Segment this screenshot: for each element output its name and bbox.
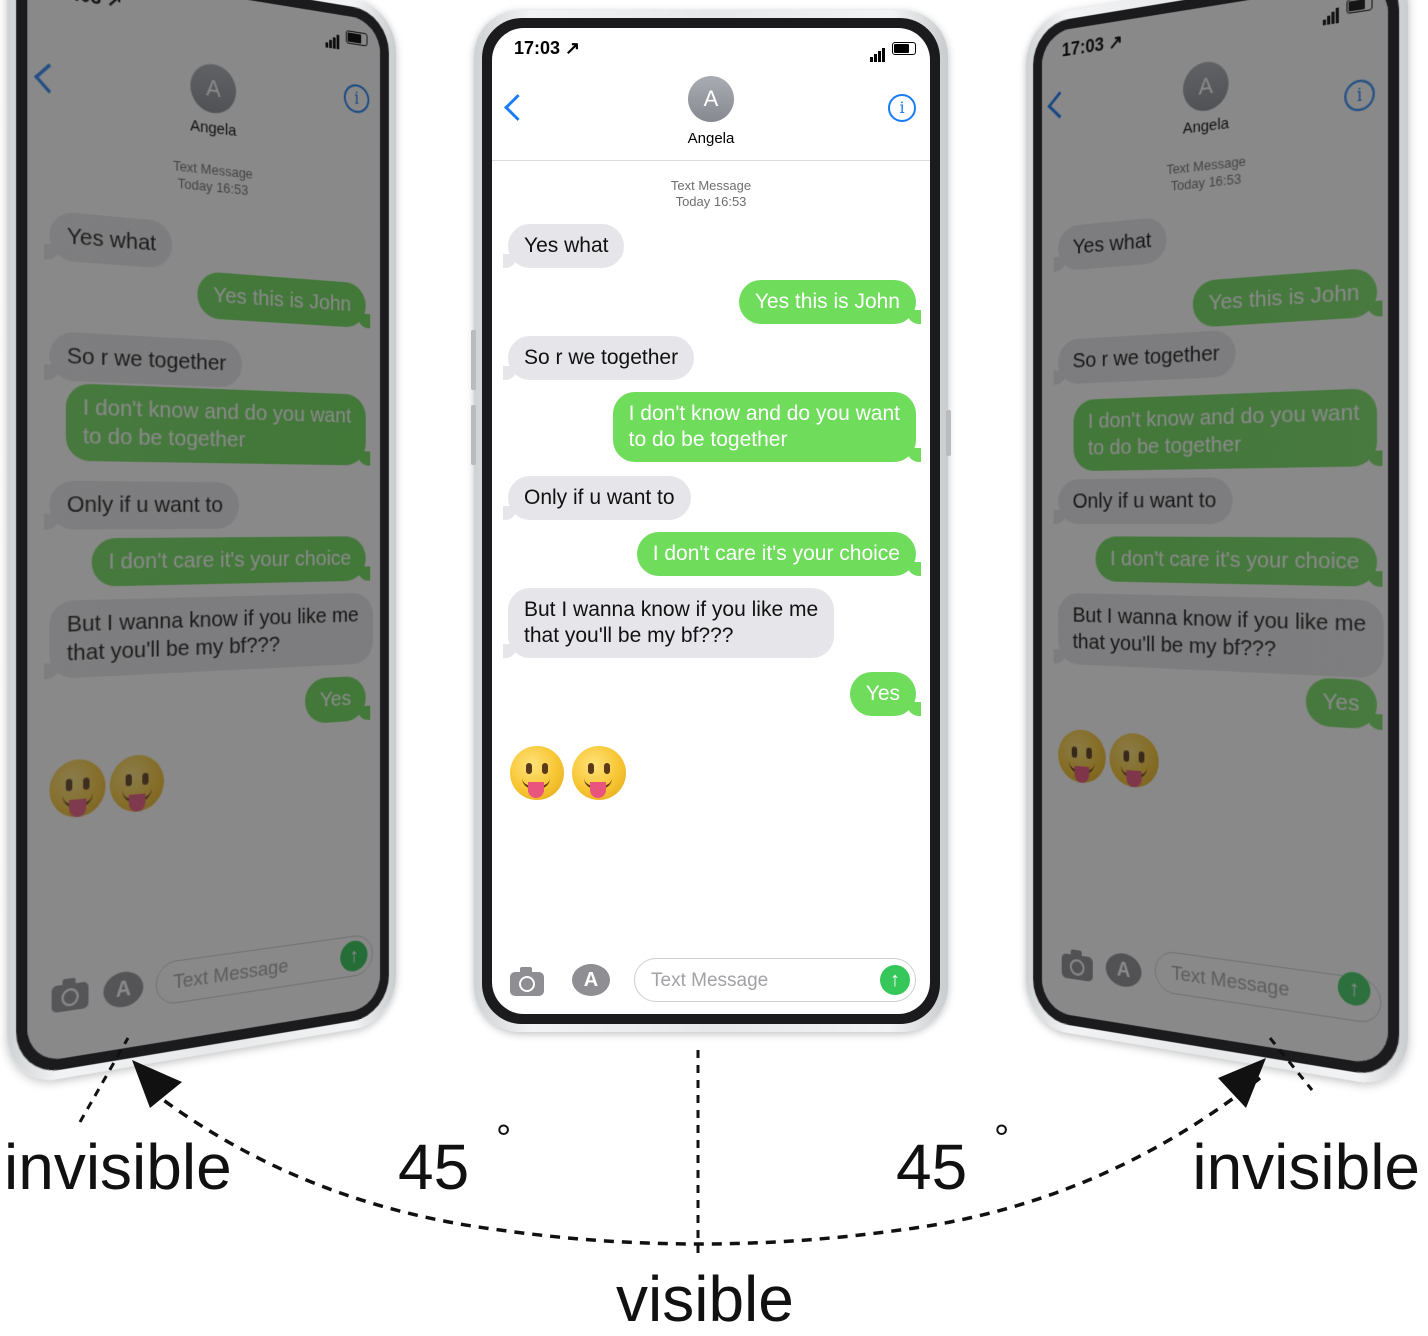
contact-name: Angela <box>687 130 735 147</box>
message-received: Yes what <box>49 210 173 270</box>
avatar: A <box>688 76 734 122</box>
app-store-icon[interactable]: A <box>103 969 144 1010</box>
volume-button <box>471 330 476 390</box>
face-with-tongue-icon <box>1109 731 1159 790</box>
message-received: So r we together <box>502 336 695 380</box>
battery-icon <box>1346 0 1373 15</box>
right-angle-value: 45 <box>896 1131 968 1203</box>
info-icon[interactable]: i <box>343 82 370 115</box>
message-received: So r we together <box>1058 329 1236 385</box>
message-input[interactable]: Text Message <box>634 958 916 1002</box>
camera-icon[interactable] <box>1061 953 1093 982</box>
right-invisible-label: invisible <box>1192 1131 1420 1203</box>
camera-icon[interactable] <box>51 981 89 1014</box>
send-arrow-icon[interactable]: ↑ <box>880 965 910 995</box>
message-sent: Yes <box>304 675 366 725</box>
face-with-tongue-icon <box>510 746 564 800</box>
message-received: So r we together <box>49 331 243 388</box>
left-degree-symbol: ° <box>496 1118 512 1160</box>
left-limit-line <box>78 1037 130 1123</box>
message-sent: I don't care it's your choice <box>91 536 366 587</box>
status-time: 17:03 ↗ <box>52 0 123 13</box>
header-divider <box>492 160 930 161</box>
battery-icon <box>892 42 916 55</box>
message-sent: Yes <box>849 672 922 716</box>
signal-icon <box>1322 3 1340 26</box>
message-input[interactable]: Text Message <box>155 933 373 1007</box>
viewing-arc <box>148 1076 1262 1246</box>
face-with-tongue-icon <box>572 746 626 800</box>
app-store-icon[interactable]: A <box>1105 951 1142 990</box>
right-arrowhead-icon <box>1218 1058 1266 1108</box>
chevron-left-icon[interactable] <box>34 63 64 94</box>
message-sent: Yes this is John <box>1192 267 1377 328</box>
message-received: Only if u want to <box>1058 477 1233 525</box>
face-with-tongue-icon <box>109 753 164 815</box>
message-received: Only if u want to <box>49 480 239 530</box>
left-invisible-label: invisible <box>4 1131 232 1203</box>
chevron-left-icon[interactable] <box>504 94 531 121</box>
left-arrowhead-icon <box>132 1060 182 1108</box>
face-with-tongue-icon <box>1058 728 1106 785</box>
message-received: Yes what <box>502 224 625 268</box>
battery-icon <box>345 30 368 47</box>
avatar: A <box>1183 58 1229 114</box>
message-received: Yes what <box>1058 216 1167 272</box>
message-sent: Yes <box>1305 677 1377 730</box>
avatar: A <box>190 61 237 116</box>
message-sent: Yes this is John <box>197 270 366 329</box>
status-time: 17:03 ↗ <box>1061 30 1123 61</box>
right-limit-line <box>1268 1037 1314 1091</box>
volume-button <box>471 405 476 465</box>
signal-icon <box>325 29 341 50</box>
face-with-tongue-icon <box>49 757 106 820</box>
center-visible-label: visible <box>616 1263 794 1335</box>
message-sent: I don't care it's your choice <box>1095 536 1377 587</box>
status-time: 17:03 ↗ <box>514 38 581 58</box>
signal-icon <box>870 44 886 62</box>
viewing-angle-diagram <box>78 1037 1314 1255</box>
power-button <box>946 410 951 456</box>
app-store-icon[interactable]: A <box>572 964 610 996</box>
info-icon[interactable]: i <box>888 94 916 122</box>
message-sent: Yes this is John <box>738 280 922 324</box>
message-received: Only if u want to <box>503 476 691 520</box>
left-angle-value: 45 <box>398 1131 470 1203</box>
message-sent: I don't care it's your choice <box>636 532 922 576</box>
camera-icon[interactable] <box>510 967 544 996</box>
chevron-left-icon[interactable] <box>1047 91 1072 119</box>
right-degree-symbol: ° <box>994 1118 1010 1160</box>
